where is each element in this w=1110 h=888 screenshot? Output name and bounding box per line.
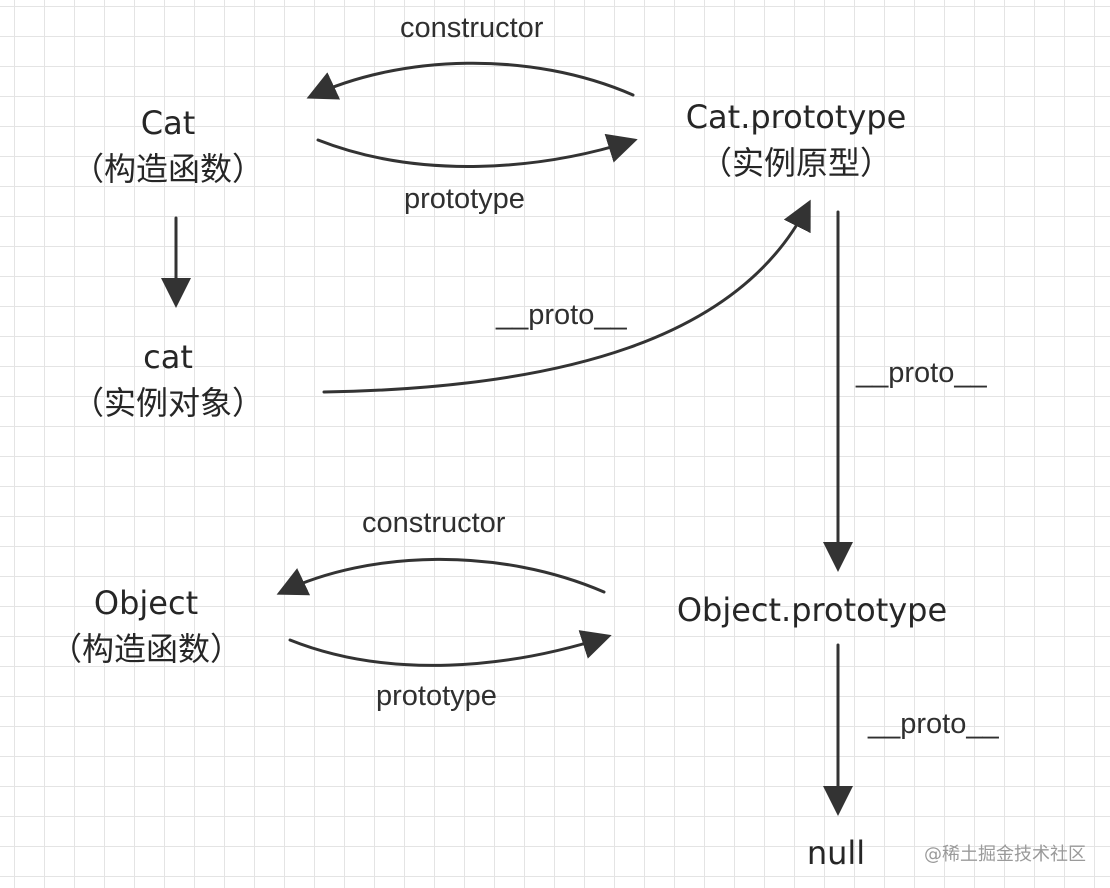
edge-cat-constructor — [306, 61, 635, 100]
node-cat-instance-sub: （实例对象） — [71, 384, 264, 422]
node-object-prototype: Object.prototype — [652, 587, 972, 633]
label-object-prototype: prototype — [376, 680, 497, 712]
node-cat-prototype: Cat.prototype （实例原型） — [666, 94, 926, 186]
node-cat-constructor-sub: （构造函数） — [71, 150, 264, 188]
node-cat-constructor: Cat （构造函数） — [58, 100, 278, 192]
edge-object-prototype — [288, 630, 612, 667]
label-object-constructor: constructor — [362, 507, 506, 539]
node-cat-prototype-name: Cat.prototype — [685, 98, 907, 136]
label-object-prototype-proto: __proto__ — [868, 708, 999, 740]
node-object-constructor-name: Object — [93, 584, 199, 622]
watermark: @稀土掘金技术社区 — [924, 844, 1086, 865]
edge-object-constructor — [276, 557, 606, 596]
node-object-prototype-name: Object.prototype — [676, 591, 948, 629]
label-cat-instance-proto: __proto__ — [496, 299, 627, 331]
node-object-constructor-sub: （构造函数） — [49, 630, 242, 668]
label-cat-prototype: prototype — [404, 183, 525, 215]
node-cat-constructor-name: Cat — [140, 104, 196, 142]
node-cat-instance-name: cat — [143, 338, 193, 376]
node-cat-prototype-sub: （实例原型） — [699, 144, 892, 182]
node-null: null — [776, 830, 896, 876]
node-cat-instance: cat （实例对象） — [58, 334, 278, 426]
edge-cat-prototype — [316, 133, 638, 168]
label-cat-prototype-proto: __proto__ — [856, 357, 987, 389]
label-cat-constructor: constructor — [400, 12, 544, 44]
node-null-name: null — [806, 834, 866, 872]
edge-instance-proto — [322, 199, 811, 394]
node-object-constructor: Object （构造函数） — [36, 580, 256, 672]
